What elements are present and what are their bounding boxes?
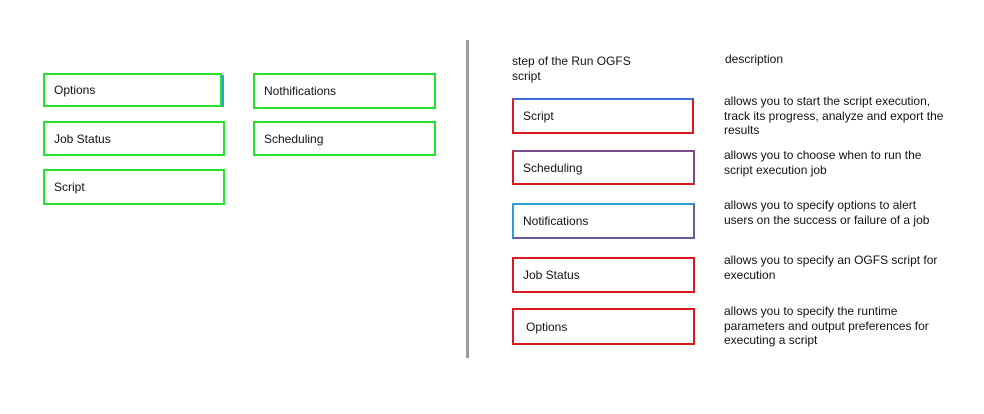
drop-target-label: Scheduling bbox=[523, 160, 583, 175]
drag-item-label: Nothifications bbox=[264, 84, 337, 98]
drag-item-scheduling[interactable]: Scheduling bbox=[253, 121, 436, 156]
description-text: allows you to choose when to run the scr… bbox=[724, 148, 922, 177]
drag-item-label: Scheduling bbox=[264, 131, 324, 146]
drop-target-options[interactable]: Options bbox=[512, 308, 695, 345]
divider bbox=[466, 40, 469, 358]
drop-target-label: Notifications bbox=[523, 214, 589, 228]
drag-item-job-status[interactable]: Job Status bbox=[43, 121, 225, 156]
description-text: allows you to start the script execution… bbox=[724, 94, 944, 137]
description-text: allows you to specify the runtime parame… bbox=[724, 304, 929, 347]
drop-target-notifications[interactable]: Notifications bbox=[512, 203, 695, 239]
drop-target-label: Script bbox=[523, 109, 554, 123]
drop-target-scheduling[interactable]: Scheduling bbox=[512, 150, 695, 185]
drag-item-label: Job Status bbox=[54, 131, 111, 146]
drag-item-script[interactable]: Script bbox=[43, 169, 225, 205]
drag-item-nothifications[interactable]: Nothifications bbox=[253, 73, 436, 109]
description-text: allows you to specify options to alert u… bbox=[724, 198, 930, 227]
drop-target-job-status[interactable]: Job Status bbox=[512, 257, 695, 293]
drag-item-options[interactable]: Options bbox=[43, 73, 222, 107]
step-column-header: step of the Run OGFS script bbox=[512, 54, 631, 83]
drop-target-script[interactable]: Script bbox=[512, 98, 694, 134]
drag-item-label: Script bbox=[54, 180, 85, 194]
description-text: allows you to specify an OGFS script for… bbox=[724, 253, 938, 282]
description-column-header: description bbox=[725, 52, 784, 66]
drop-target-label: Options bbox=[526, 319, 568, 334]
drop-target-label: Job Status bbox=[523, 268, 580, 282]
drag-item-label: Options bbox=[54, 83, 96, 97]
